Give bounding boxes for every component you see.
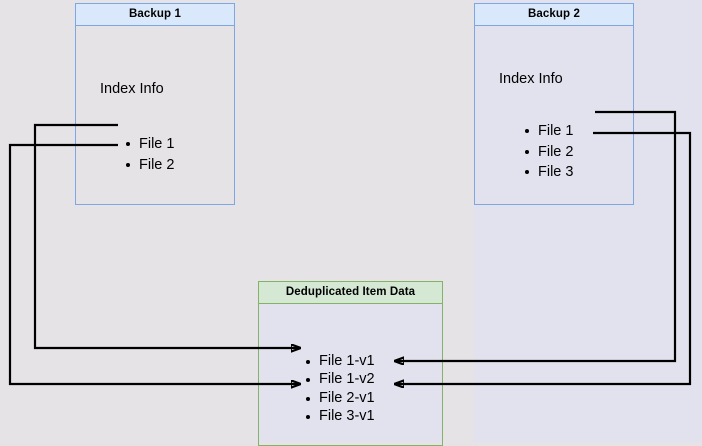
backup-2-index-label: Index Info xyxy=(499,71,563,87)
node-backup-1-body: Index Info File 1 File 2 xyxy=(75,26,235,205)
list-item: File 1-v2 xyxy=(306,370,375,388)
list-item: File 2 xyxy=(525,142,573,163)
list-item: File 1 xyxy=(126,134,174,155)
list-item: File 3-v1 xyxy=(306,407,375,425)
backup-1-file-list: File 1 File 2 xyxy=(126,134,174,175)
list-item: File 1-v1 xyxy=(306,352,375,370)
node-backup-1[interactable]: Backup 1 Index Info File 1 File 2 xyxy=(75,3,235,205)
node-dedup-body: File 1-v1 File 1-v2 File 2-v1 File 3-v1 xyxy=(258,304,443,446)
node-dedup-header: Deduplicated Item Data xyxy=(258,281,443,304)
list-item: File 3 xyxy=(525,162,573,183)
node-backup-1-header: Backup 1 xyxy=(75,3,235,26)
node-deduplicated-item-data[interactable]: Deduplicated Item Data File 1-v1 File 1-… xyxy=(258,281,443,446)
dedup-file-list: File 1-v1 File 1-v2 File 2-v1 File 3-v1 xyxy=(306,352,375,426)
list-item: File 1 xyxy=(525,121,573,142)
node-backup-2-body: Index Info File 1 File 2 File 3 xyxy=(474,26,634,205)
list-item: File 2-v1 xyxy=(306,389,375,407)
node-backup-2-header: Backup 2 xyxy=(474,3,634,26)
backup-1-index-label: Index Info xyxy=(100,81,164,97)
node-backup-2[interactable]: Backup 2 Index Info File 1 File 2 File 3 xyxy=(474,3,634,205)
backup-2-file-list: File 1 File 2 File 3 xyxy=(525,121,573,183)
list-item: File 2 xyxy=(126,155,174,176)
